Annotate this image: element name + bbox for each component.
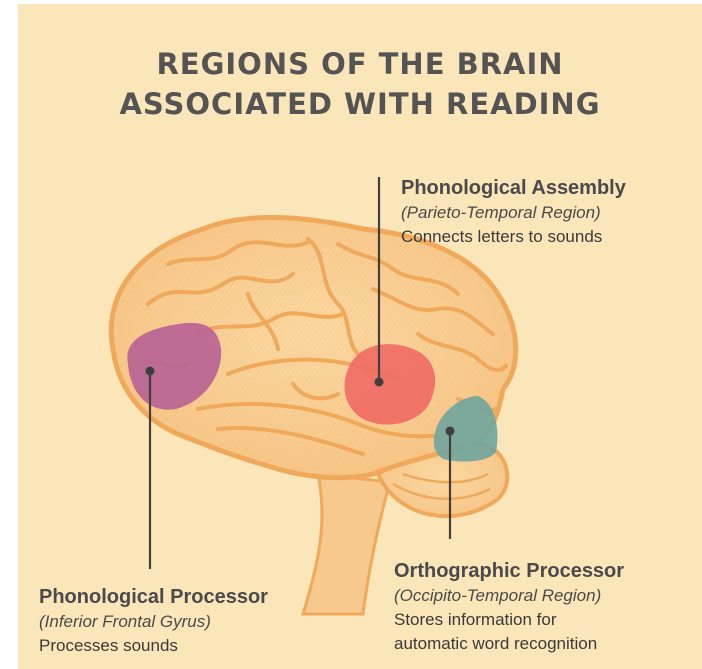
region-description: Stores information for: [394, 608, 624, 632]
region-name: Phonological Assembly: [401, 175, 626, 201]
label-orthographic-processor: Orthographic Processor (Occipito-Tempora…: [394, 558, 624, 656]
label-phonological-assembly: Phonological Assembly (Parieto-Temporal …: [401, 175, 626, 249]
region-description: Processes sounds: [39, 634, 268, 658]
region-area: (Parieto-Temporal Region): [401, 201, 626, 225]
region-description: Connects letters to sounds: [401, 225, 626, 249]
brain-stem: [303, 474, 390, 614]
diagram-panel: REGIONS OF THE BRAIN ASSOCIATED WITH REA…: [18, 4, 702, 669]
region-area: (Occipito-Temporal Region): [394, 584, 624, 608]
region-area: (Inferior Frontal Gyrus): [39, 610, 268, 634]
region-name: Orthographic Processor: [394, 558, 624, 584]
phonological-assembly-region: [344, 344, 435, 424]
label-phonological-processor: Phonological Processor (Inferior Frontal…: [39, 584, 268, 658]
region-name: Phonological Processor: [39, 584, 268, 610]
region-description: automatic word recognition: [394, 632, 624, 656]
